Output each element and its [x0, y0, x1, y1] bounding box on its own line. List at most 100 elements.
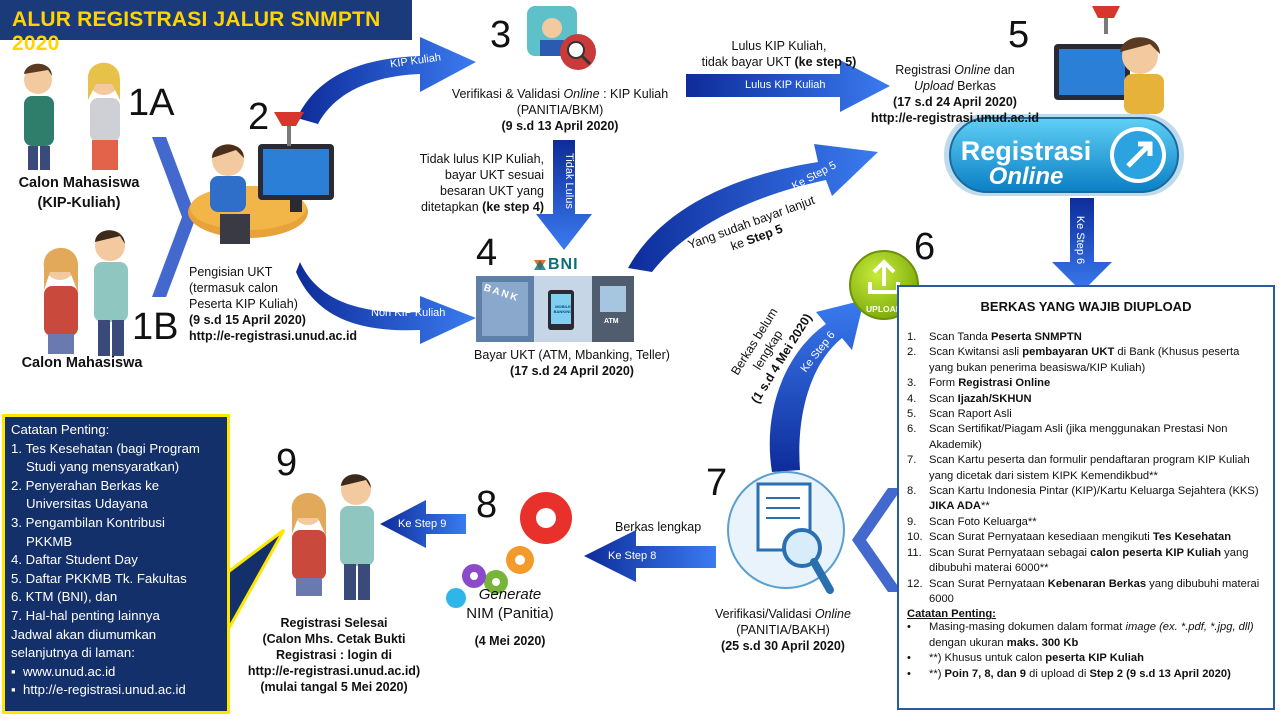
step7-l1b: Online	[814, 607, 851, 621]
berkas-title: BERKAS YANG WAJIB DIUPLOAD	[980, 299, 1192, 314]
photo-label-atm: ATM	[604, 318, 619, 325]
step5-l1b: Online	[954, 63, 991, 77]
step3-l1c: : KIP Kuliah	[599, 87, 669, 101]
berkas-item-b: calon peserta KIP Kuliah	[1090, 546, 1222, 559]
step-number-2: 2	[248, 96, 270, 138]
lulus-l2b: (ke step 5)	[794, 55, 857, 69]
step5-l1a: Registrasi	[895, 63, 955, 77]
step3-date: (9 s.d 13 April 2020)	[501, 119, 619, 133]
bullet-icon: ▪	[11, 682, 16, 698]
catatan-b: maks. 300 Kb	[1006, 636, 1079, 649]
step-number-5: 5	[1008, 14, 1030, 56]
berkas-item: 12.Scan Surat Pernyataan Kebenaran Berka…	[907, 577, 1265, 608]
arrow-ke-step9	[380, 500, 466, 548]
person-at-laptop-icon	[1054, 6, 1164, 114]
catatan-bullet: •	[907, 652, 911, 665]
notes-item: 4. Daftar Student Day	[11, 551, 221, 570]
arrow-label-ke-step9: Ke Step 9	[398, 518, 447, 530]
berkas-item: 6.Scan Sertifikat/Piagam Asli (jika meng…	[907, 422, 1265, 453]
catatan-step2: Step 2 (9 s.d 13 April 2020)	[1089, 667, 1231, 680]
berkas-item: 11.Scan Surat Pernyataan sebagai calon p…	[907, 546, 1265, 577]
catatan-a: Masing-masing dokumen dalam format	[929, 621, 1126, 634]
berkas-item: 3.Form Registrasi Online	[907, 376, 1265, 391]
berkas-item-c: yang dibubuhi materai 6000**	[929, 546, 1249, 575]
page-title: ALUR REGISTRASI JALUR SNMPTN 2020	[12, 8, 381, 55]
berkas-item-c: **	[981, 500, 990, 513]
notes-item-text: Daftar Student Day	[25, 552, 138, 568]
gears-icon	[446, 492, 572, 608]
step-number-3: 3	[490, 14, 512, 56]
label-1b: Calon Mahasiswa	[21, 355, 143, 371]
label-1a-line2: (KIP-Kuliah)	[37, 195, 121, 211]
berkas-catatan-item: •Masing-masing dokumen dalam format imag…	[907, 620, 1265, 651]
notes-link-item: ▪ http://e-registrasi.unud.ac.id	[11, 681, 221, 700]
notes-item-num: 3.	[11, 514, 22, 530]
step5-line2: Upload Berkas	[860, 78, 1050, 94]
arrow-label-lulus-kip: Lulus KIP Kuliah	[745, 79, 826, 91]
berkas-item-num: 12.	[907, 577, 923, 590]
step9-line5: (mulai tangal 5 Mei 2020)	[260, 680, 408, 694]
person-icon-1b-female	[43, 247, 78, 354]
notes-item-num: 1.	[11, 440, 22, 456]
computer-worker-icon	[188, 112, 334, 244]
step8-line1: Generate	[478, 586, 542, 603]
berkas-item: 7.Scan Kartu peserta dan formulir pendaf…	[907, 453, 1265, 484]
verification-icon	[527, 6, 596, 70]
step2-text: Pengisian UKT (termasuk calon Peserta KI…	[189, 264, 357, 344]
arrow-non-kip	[296, 262, 476, 344]
catatan-b: Poin 7, 8, dan 9	[944, 667, 1026, 680]
notes-item-num: 7.	[11, 607, 22, 623]
notes-item-text: Penyerahan Berkas ke	[25, 477, 160, 493]
berkas-item-b: Peserta SNMPTN	[991, 331, 1082, 343]
notes-item-text: KTM (BNI), dan	[25, 589, 118, 605]
berkas-item-a: Scan Surat Pernyataan	[929, 577, 1048, 590]
notes-item-text: Hal-hal penting lainnya	[25, 607, 160, 623]
catatan-bullet: •	[907, 621, 911, 634]
notes-link-eregistrasi[interactable]: http://e-registrasi.unud.ac.id	[23, 682, 186, 698]
berkas-item-c: yang dibubuhi materai 6000	[929, 577, 1260, 605]
notes-item-text2: Studi yang mensyaratkan)	[26, 459, 180, 475]
arrow-tidak-lulus	[536, 140, 592, 250]
notes-link-unud[interactable]: www.unud.ac.id	[23, 663, 116, 679]
tidak-line1: Tidak lulus KIP Kuliah,	[419, 152, 544, 166]
berkas-item-a: Scan Raport Asli	[929, 408, 1012, 421]
step5-line1: Registrasi Online dan	[860, 62, 1050, 78]
berkas-item: 1.Scan Tanda Peserta SNMPTN	[907, 330, 1265, 345]
photo-label-mbanking: MOBILE BANKING	[553, 304, 573, 314]
notes-item-num: 4.	[11, 552, 22, 568]
berkas-item-num: 11.	[907, 546, 922, 559]
step2-url: http://e-registrasi.unud.ac.id	[189, 329, 358, 343]
registrasi-online-label: Registrasi Online	[956, 138, 1096, 190]
berkas-catatan-title: Catatan Penting:	[907, 608, 996, 621]
step7-text: Verifikasi/Validasi Online (PANITIA/BAKH…	[686, 606, 880, 654]
arrow-lulus-kip	[686, 60, 890, 112]
step2-line3: Peserta KIP Kuliah)	[189, 297, 298, 311]
notes-item-num: 6.	[11, 589, 22, 605]
step5-url: http://e-registrasi.unud.ac.id	[870, 111, 1040, 125]
step3-l1b: Online	[563, 87, 600, 101]
step3-line1: Verifikasi & Validasi Online : KIP Kulia…	[440, 86, 680, 102]
step7-l1a: Verifikasi/Validasi	[715, 607, 815, 621]
berkas-item-num: 9.	[907, 515, 917, 528]
notes-item-text2: PKKMB	[26, 533, 73, 549]
annotation-tidak-lulus: Tidak lulus KIP Kuliah, bayar UKT sesuai…	[400, 151, 544, 215]
tidak-l4a: ditetapkan	[420, 200, 483, 214]
arrow-kip-kuliah	[297, 37, 476, 124]
berkas-item-a: Scan Kartu Indonesia Pintar (KIP)/Kartu …	[929, 485, 1259, 498]
berkas-item-b: pembayaran UKT	[1022, 346, 1115, 359]
berkas-item: 2.Scan Kwitansi asli pembayaran UKT di B…	[907, 345, 1265, 376]
notes-item: 6. KTM (BNI), dan	[11, 588, 221, 607]
berkas-catatan-list: •Masing-masing dokumen dalam format imag…	[907, 620, 1265, 682]
person-icon-9-male	[340, 474, 374, 600]
step2-line1: Pengisian UKT	[189, 265, 273, 279]
berkas-item-num: 6.	[907, 423, 917, 436]
title-banner: ALUR REGISTRASI JALUR SNMPTN 2020	[0, 0, 412, 55]
arrow-ke-step6-up	[769, 300, 864, 472]
berkas-item-a: Scan Foto Keluarga**	[929, 515, 1037, 528]
berkas-item: 8.Scan Kartu Indonesia Pintar (KIP)/Kart…	[907, 484, 1265, 515]
document-search-icon	[727, 471, 845, 594]
berkas-item-b: Registrasi Online	[958, 377, 1051, 390]
berkas-catatan-item: •**) Poin 7, 8, dan 9 di upload di Step …	[907, 667, 1265, 682]
